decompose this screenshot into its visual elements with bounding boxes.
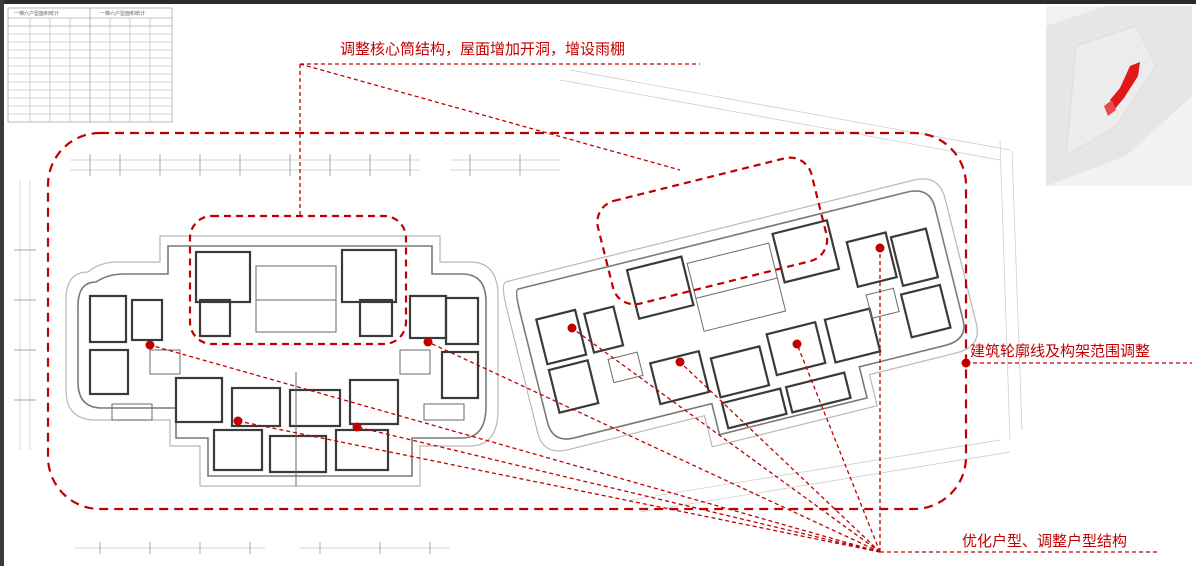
- red-dot-marker-icon: [145, 340, 155, 350]
- leader-lines-units: [149, 248, 1160, 553]
- area-table-title-left: 一梯六户型面积统计: [14, 10, 59, 17]
- callout-outline-boundary: [46, 131, 968, 511]
- dimension-lines: [19, 69, 1023, 549]
- callout-core-left: [188, 214, 408, 346]
- red-dot-marker-icon: [423, 337, 433, 347]
- dimension-ticks: [14, 154, 521, 554]
- area-table-title-right: 一梯六户型面积统计: [100, 10, 145, 17]
- top-border: [0, 0, 1196, 4]
- annotation-building-outline: 建筑轮廓线及构架范围调整: [970, 342, 1151, 360]
- left-border: [0, 0, 4, 566]
- red-dot-marker-icon: [675, 357, 685, 367]
- left-building-plan: [65, 235, 499, 487]
- red-dot-marker-icon: [233, 416, 243, 426]
- callout-core-right: [596, 156, 829, 306]
- right-building-plan: [502, 178, 978, 452]
- red-dot-marker-icon: [352, 422, 362, 432]
- red-dot-marker-icon: [961, 358, 971, 368]
- red-dot-marker-icon: [875, 243, 885, 253]
- annotation-core-structure: 调整核心筒结构，屋面增加开洞，增设雨棚: [340, 40, 626, 58]
- red-dot-marker-icon: [792, 339, 802, 349]
- area-table: [7, 7, 173, 123]
- red-dot-marker-icon: [567, 323, 577, 333]
- marker-dots: [145, 243, 971, 432]
- leader-lines-core: [299, 63, 700, 216]
- site-key-plan-icon: [1046, 6, 1192, 186]
- annotation-unit-optimization: 优化户型、调整户型结构: [962, 532, 1128, 550]
